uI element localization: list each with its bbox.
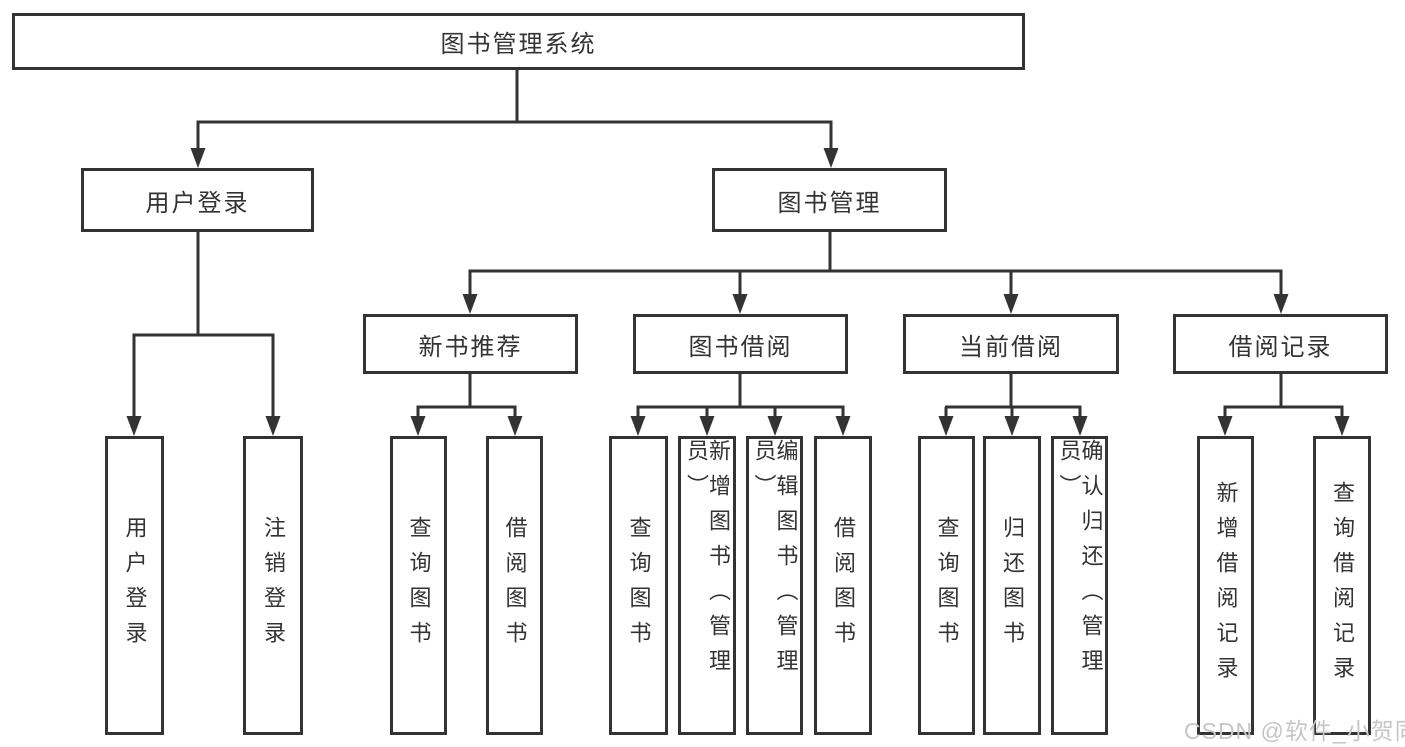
node-root: 图书管理系统 <box>12 13 1025 70</box>
leaf-logout-label: 注销登录 <box>261 515 286 656</box>
leaf-current-query-books: 查询图书 <box>918 436 975 735</box>
leaf-current-return-books: 归还图书 <box>983 436 1041 735</box>
node-borrowing-records: 借阅记录 <box>1173 314 1388 374</box>
node-book-management-label: 图书管理 <box>777 189 882 217</box>
connector-book-borrowing-to-leaves <box>630 374 851 436</box>
leaf-records-add-borrow-record-label: 新增借阅记录 <box>1213 480 1239 691</box>
node-current-borrowing: 当前借阅 <box>903 314 1119 374</box>
leaf-current-confirm-return-admin-label: 确认归还（管理员） <box>1056 439 1104 684</box>
leaf-borrowing-query-books: 查询图书 <box>609 436 668 735</box>
node-user-login-label: 用户登录 <box>145 189 250 217</box>
leaf-recommend-query-books-label: 查询图书 <box>406 515 432 656</box>
leaf-records-add-borrow-record: 新增借阅记录 <box>1197 436 1254 735</box>
leaf-recommend-borrow-books: 借阅图书 <box>486 436 543 735</box>
leaf-borrowing-edit-books-admin: 编辑图书（管理员） <box>746 436 803 735</box>
leaf-recommend-borrow-books-label: 借阅图书 <box>502 515 528 656</box>
leaf-user-login: 用户登录 <box>105 436 164 735</box>
leaf-records-query-borrow-record-label: 查询借阅记录 <box>1330 480 1355 691</box>
node-root-label: 图书管理系统 <box>440 31 597 58</box>
connector-borrowing-records-to-leaves <box>1217 374 1350 436</box>
node-user-login: 用户登录 <box>81 168 314 232</box>
leaf-current-confirm-return-admin: 确认归还（管理员） <box>1051 436 1108 735</box>
node-book-borrowing-label: 图书借阅 <box>688 333 793 361</box>
leaf-user-login-label: 用户登录 <box>122 515 148 656</box>
leaf-records-query-borrow-record: 查询借阅记录 <box>1313 436 1371 735</box>
node-new-book-recommend: 新书推荐 <box>363 314 578 374</box>
node-borrowing-records-label: 借阅记录 <box>1228 333 1333 361</box>
leaf-borrowing-add-books-admin: 新增图书（管理员） <box>678 436 736 735</box>
leaf-recommend-query-books: 查询图书 <box>390 436 447 735</box>
leaf-borrowing-edit-books-admin-label: 编辑图书（管理员） <box>751 439 799 684</box>
connector-root-to-level2 <box>190 69 839 168</box>
leaf-current-return-books-label: 归还图书 <box>1000 515 1025 656</box>
node-book-borrowing: 图书借阅 <box>633 314 848 374</box>
leaf-current-query-books-label: 查询图书 <box>934 515 960 656</box>
leaf-borrowing-query-books-label: 查询图书 <box>626 515 652 656</box>
leaf-logout: 注销登录 <box>243 436 303 735</box>
node-book-management: 图书管理 <box>712 168 947 232</box>
connector-current-borrowing-to-leaves <box>938 374 1088 436</box>
connector-user-login-to-leaves <box>126 232 281 436</box>
node-new-book-recommend-label: 新书推荐 <box>418 333 523 361</box>
leaf-borrowing-borrow-books-label: 借阅图书 <box>831 515 856 656</box>
node-current-borrowing-label: 当前借阅 <box>959 333 1063 361</box>
leaf-borrowing-add-books-admin-label: 新增图书（管理员） <box>684 439 731 684</box>
connector-new-book-recommend-to-leaves <box>410 374 523 436</box>
leaf-borrowing-borrow-books: 借阅图书 <box>814 436 872 735</box>
watermark: CSDN @软件_小贺同学 <box>1184 718 1405 744</box>
connector-book-management-to-level3 <box>462 232 1289 314</box>
